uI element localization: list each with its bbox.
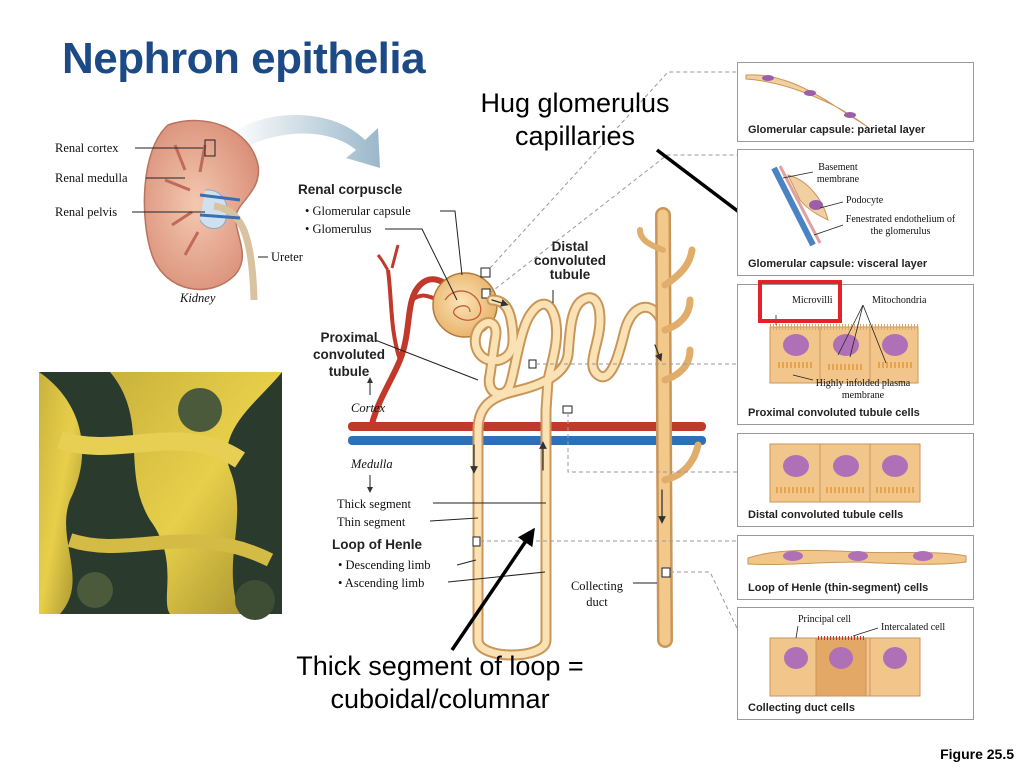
label-thin-segment: Thin segment	[337, 515, 406, 529]
label-medulla: Medulla	[351, 457, 393, 471]
label-ureter: Ureter	[271, 250, 303, 264]
panel-title: Distal convoluted tubule cells	[748, 509, 904, 521]
label-renal-cortex: Renal cortex	[55, 141, 119, 155]
loop-henle-cells-illustration	[747, 549, 967, 566]
nephron-tubule	[469, 207, 702, 661]
label-renal-pelvis: Renal pelvis	[55, 205, 118, 219]
label-basement-membrane: Basement membrane	[816, 162, 860, 185]
label-infolded-membrane: Highly infolded plasma membrane	[815, 378, 911, 401]
panel-distal-cells: Distal convoluted tubule cells	[737, 433, 974, 527]
distal-cells-illustration	[769, 443, 921, 503]
label-renal-corpuscle: Renal corpuscle	[298, 182, 403, 197]
figure-label: Figure 25.5	[940, 746, 1014, 762]
panel-connectors	[480, 71, 738, 629]
panel-parietal-layer: Glomerular capsule: parietal layer	[737, 62, 974, 142]
label-cortex: Cortex	[351, 401, 386, 415]
label-renal-medulla: Renal medulla	[55, 171, 128, 185]
panel-title: Glomerular capsule: visceral layer	[748, 258, 928, 270]
label-descending-limb: • Descending limb	[338, 558, 431, 572]
panel-proximal-cells: Microvilli Mitochondria Highly infolded …	[737, 284, 974, 425]
zoom-arrow	[230, 115, 380, 168]
page-title: Nephron epithelia	[62, 34, 426, 83]
parietal-cells-illustration	[745, 74, 871, 130]
label-fenestrated-endothelium: Fenestrated endothelium of the glomerulu…	[845, 214, 956, 237]
panel-title: Glomerular capsule: parietal layer	[748, 124, 926, 136]
panel-loop-henle-cells: Loop of Henle (thin-segment) cells	[737, 535, 974, 600]
callout-bottom-text: Thick segment of loop = cuboidal/columna…	[296, 651, 584, 714]
label-glomerulus: • Glomerulus	[305, 222, 372, 236]
label-intercalated-cell: Intercalated cell	[881, 622, 946, 633]
highlight-box-microvilli	[758, 280, 842, 323]
label-proximal-tubule: Proximal convoluted tubule	[312, 330, 385, 379]
panel-visceral-layer: Basement membrane Podocyte Fenestrated e…	[737, 149, 974, 276]
visceral-layer-illustration	[771, 165, 844, 247]
label-microvilli: Microvilli	[792, 295, 833, 306]
panel-title: Proximal convoluted tubule cells	[748, 407, 920, 419]
kidney-illustration	[132, 119, 268, 301]
panel-title: Collecting duct cells	[748, 702, 855, 714]
label-ascending-limb: • Ascending limb	[338, 576, 425, 590]
artery	[348, 244, 706, 431]
label-collecting-duct: Collecting duct	[570, 579, 624, 609]
label-glomerular-capsule: • Glomerular capsule	[305, 204, 411, 218]
label-kidney-caption: Kidney	[180, 291, 216, 305]
label-principal-cell: Principal cell	[798, 614, 852, 625]
vein	[348, 436, 706, 445]
callout-top-text: Hug glomerulus capillaries	[480, 88, 670, 151]
label-mitochondria: Mitochondria	[872, 295, 927, 306]
collecting-duct-cells-illustration	[769, 625, 921, 697]
proximal-cells-illustration	[769, 304, 919, 384]
label-distal-tubule: Distal convoluted tubule	[533, 239, 606, 282]
panel-title: Loop of Henle (thin-segment) cells	[748, 582, 929, 594]
label-loop-of-henle: Loop of Henle	[332, 537, 422, 552]
leader-lines	[374, 210, 657, 584]
panel-collecting-duct-cells: Principal cell Intercalated cell Collect…	[737, 607, 974, 720]
label-thick-segment: Thick segment	[337, 497, 411, 511]
label-podocyte: Podocyte	[846, 195, 884, 206]
micrograph-image	[39, 372, 282, 620]
callout-arrow-bottom	[450, 527, 535, 651]
